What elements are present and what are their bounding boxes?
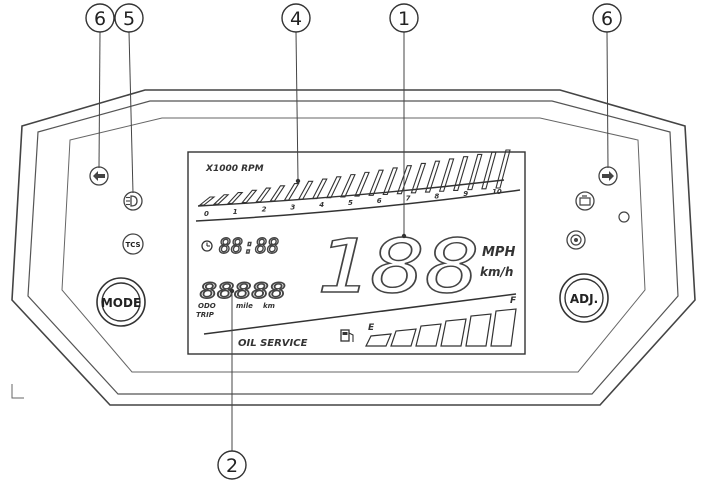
housing-bezel-outline: [61, 117, 646, 373]
callout-6-right-leader: [606, 31, 609, 169]
callout-2: 2: [217, 450, 247, 480]
svg-text:5: 5: [123, 8, 135, 30]
rpm-bar-segment: [382, 167, 399, 196]
fuel-full-label: F: [510, 296, 517, 306]
oil-service-label: OIL SERVICE: [238, 338, 308, 349]
mile-label: mile: [236, 302, 253, 310]
rpm-scale-label: 2: [262, 206, 267, 214]
rpm-scale-label: 1: [233, 208, 238, 216]
odo-label: ODO: [198, 302, 216, 310]
rpm-bar-segment: [241, 189, 258, 204]
housing-inner-outline: [27, 100, 679, 395]
mode-button-label: MODE: [101, 296, 141, 310]
callout-6-left: 6: [85, 3, 115, 33]
rpm-bar-segment: [340, 174, 356, 198]
speed-digits: 188: [316, 224, 480, 310]
adj-button-label: ADJ.: [570, 292, 598, 306]
svg-text:TCS: TCS: [125, 241, 140, 249]
svg-text:6: 6: [601, 8, 613, 30]
callout-6-right: 6: [592, 3, 622, 33]
tcs-indicator: TCS: [122, 233, 144, 255]
rpm-bar-segment: [212, 194, 230, 205]
rpm-bar-segment: [283, 183, 300, 201]
engine-check-icon: [575, 191, 595, 211]
speed-unit-mph: MPH: [482, 245, 515, 260]
fuel-gauge-segment: [440, 318, 467, 347]
rpm-bar-segment: [226, 191, 244, 204]
svg-text:4: 4: [290, 8, 302, 30]
adj-button[interactable]: ADJ.: [559, 273, 609, 323]
turn-left-icon: [89, 166, 109, 186]
rpm-bar-segment: [481, 151, 497, 190]
rpm-bar-segment: [495, 149, 511, 189]
rpm-label: X1000 RPM: [205, 164, 264, 174]
indicator-lamp: [618, 211, 630, 223]
rpm-bar-graph: [197, 149, 511, 207]
rpm-bar-segment: [354, 171, 370, 197]
rpm-bar-segment: [311, 178, 328, 200]
fuel-gauge-segment: [415, 323, 442, 347]
rpm-scale-label: 6: [377, 197, 382, 205]
tach-sweep-line: [195, 189, 521, 222]
rpm-scale-label: 10: [492, 188, 502, 196]
rpm-bar-segment: [325, 176, 342, 199]
lcd-screen: [187, 151, 526, 355]
rpm-bar-segment: [368, 169, 384, 196]
rpm-bar-segment: [467, 153, 483, 191]
abs-warning-icon: [566, 230, 586, 250]
rpm-bar-segment: [424, 160, 441, 193]
callout-4: 4: [281, 3, 311, 33]
callout-6-left-leader: [98, 31, 101, 169]
rpm-scale-label: 3: [290, 203, 295, 211]
rpm-bar-segment: [269, 185, 286, 202]
rpm-bar-segment: [410, 162, 427, 194]
mode-button[interactable]: MODE: [96, 277, 146, 327]
rpm-scale: 0 1 2 3 4 5 6 7 8 9 10: [204, 188, 502, 218]
callout-5-leader: [128, 31, 134, 194]
rpm-bar-segment: [198, 196, 216, 206]
odometer-readout: 88888: [200, 279, 286, 303]
rpm-scale-label: 7: [406, 195, 411, 203]
callout-5: 5: [114, 3, 144, 33]
svg-text:1: 1: [398, 8, 410, 30]
fuel-gauge-segment: [390, 328, 417, 347]
km-label: km: [263, 302, 275, 310]
clock-readout: 88:88: [219, 234, 279, 258]
rpm-scale-label: 4: [319, 201, 324, 209]
fuel-gauge-segment: [365, 333, 392, 347]
fuel-gauge-segment: [465, 313, 492, 347]
rpm-scale-label: 8: [434, 192, 439, 200]
high-beam-icon: [123, 191, 143, 211]
callout-1: 1: [389, 3, 419, 33]
rpm-scale-label: 5: [348, 199, 353, 207]
callout-4-leader: [295, 31, 299, 181]
svg-text:6: 6: [94, 8, 106, 30]
rpm-baseline: [197, 179, 505, 207]
fuel-gauge: [365, 308, 517, 347]
svg-text:2: 2: [226, 455, 238, 477]
corner-mark: [11, 384, 24, 399]
lcd-divider-line: [203, 293, 517, 335]
rpm-bar-segment: [452, 156, 469, 191]
fuel-empty-label: E: [368, 323, 375, 333]
clock-icon: [201, 240, 213, 252]
fuel-pump-icon: [340, 329, 354, 342]
rpm-bar-segment: [297, 180, 314, 200]
housing-outer-outline: [11, 89, 696, 406]
fuel-gauge-segment: [490, 308, 517, 347]
rpm-bar-segment: [438, 158, 455, 192]
speed-unit-kmh: km/h: [480, 265, 513, 279]
rpm-bar-segment: [255, 187, 272, 203]
rpm-scale-label: 9: [463, 190, 468, 198]
trip-label: TRIP: [196, 311, 215, 319]
turn-right-icon: [598, 166, 618, 186]
rpm-scale-label: 0: [204, 210, 209, 218]
